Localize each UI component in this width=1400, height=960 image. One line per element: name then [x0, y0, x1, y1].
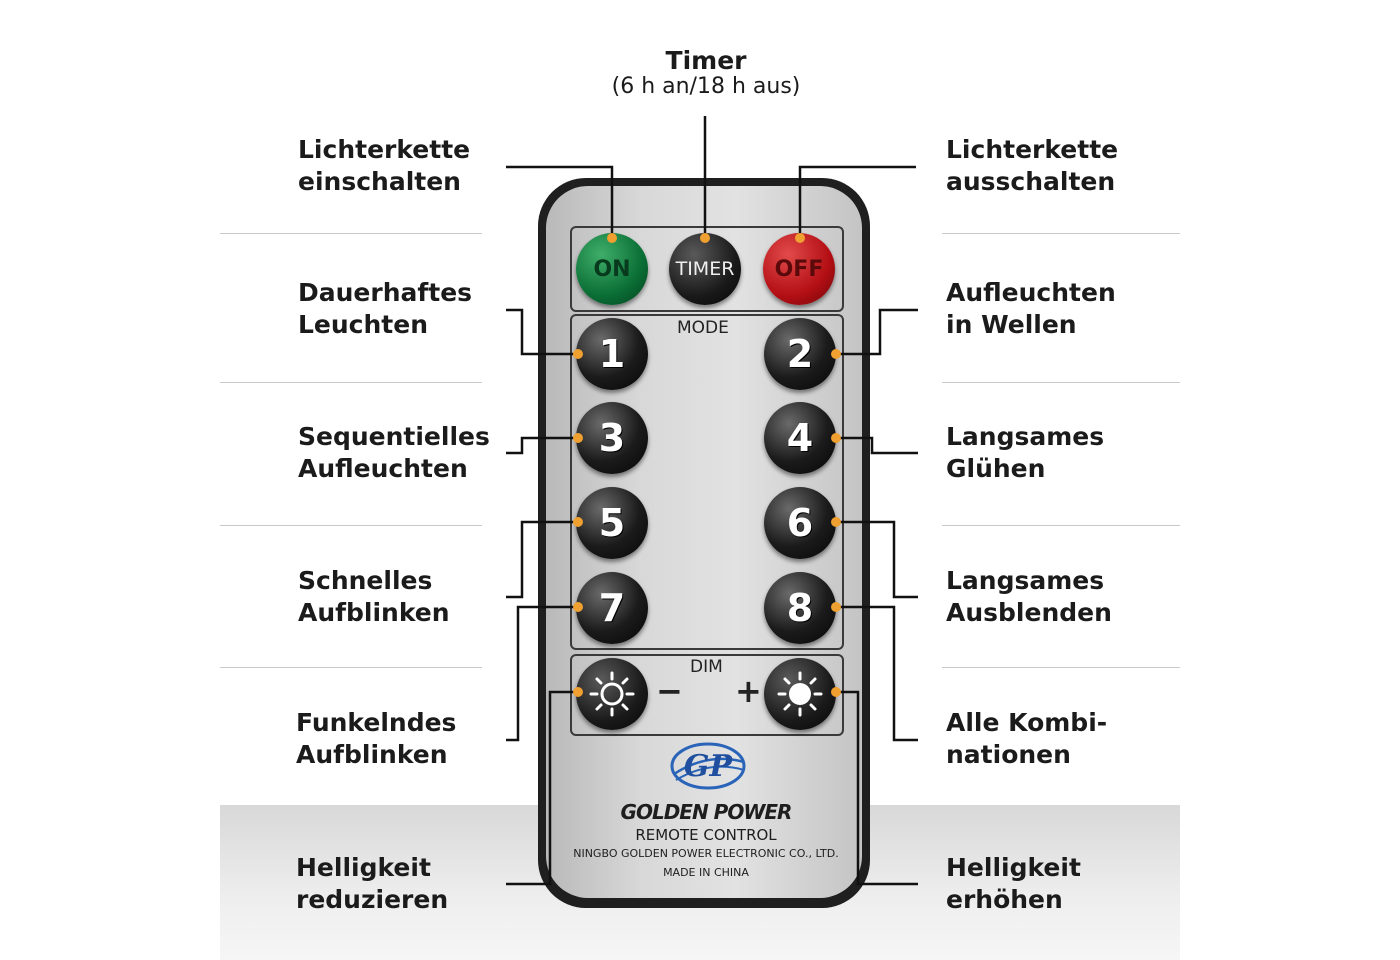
callout-dot [573, 517, 583, 527]
mode-2-button[interactable]: 2 [764, 318, 836, 390]
callout-dot [607, 233, 617, 243]
sun-outline-icon [589, 671, 635, 717]
label-mode-4: Langsames Glühen [946, 422, 1105, 483]
callout-dot [831, 517, 841, 527]
callout-dot [831, 602, 841, 612]
dim-plus-sign: + [735, 672, 762, 710]
dim-minus-sign: − [656, 672, 683, 710]
mode-5-button[interactable]: 5 [576, 487, 648, 559]
separator [220, 525, 482, 526]
mode-7-button[interactable]: 7 [576, 572, 648, 644]
label-off: Lichterkette ausschalten [946, 135, 1119, 196]
label-mode-1: Dauerhaftes Leuchten [298, 278, 473, 339]
dim-panel [570, 654, 844, 736]
callout-dot [831, 433, 841, 443]
brand-line-company: NINGBO GOLDEN POWER ELECTRONIC CO., LTD. [573, 847, 839, 860]
label-mode-8: Alle Kombi- nationen [946, 708, 1108, 769]
mode-8-button[interactable]: 8 [764, 572, 836, 644]
brand-name: GOLDEN POWER [620, 800, 793, 824]
mode-1-button[interactable]: 1 [576, 318, 648, 390]
sun-filled-icon [777, 671, 823, 717]
callout-dot [573, 602, 583, 612]
callout-dot [831, 687, 841, 697]
label-mode-6: Langsames Ausblenden [946, 566, 1112, 627]
callout-dot [831, 349, 841, 359]
callout-dot [700, 233, 710, 243]
gp-logo-text: GP [684, 749, 734, 784]
timer-button[interactable]: TIMER [669, 233, 741, 305]
dim-minus-button[interactable] [576, 658, 648, 730]
label-mode-2: Aufleuchten in Wellen [946, 278, 1116, 339]
separator [220, 382, 482, 383]
brand-line-remote-control: REMOTE CONTROL [635, 826, 777, 844]
dim-label: DIM [690, 657, 723, 677]
callout-dot [795, 233, 805, 243]
separator [220, 667, 482, 668]
label-on: Lichterkette einschalten [298, 135, 471, 196]
label-mode-7: Funkelndes Aufblinken [296, 708, 457, 769]
label-dim-plus: Helligkeit erhöhen [946, 853, 1081, 914]
mode-panel [570, 314, 844, 650]
timer-subtitle: (6 h an/18 h aus) [611, 74, 801, 99]
callout-dot [573, 349, 583, 359]
separator [942, 525, 1180, 526]
separator [942, 667, 1180, 668]
mode-3-button[interactable]: 3 [576, 402, 648, 474]
separator [942, 382, 1180, 383]
mode-4-button[interactable]: 4 [764, 402, 836, 474]
separator [942, 233, 1180, 234]
separator [220, 233, 482, 234]
callout-dot [573, 687, 583, 697]
gp-logo: GP [670, 742, 746, 790]
power-panel [570, 226, 844, 312]
dim-plus-button[interactable] [764, 658, 836, 730]
label-mode-3: Sequentielles Aufleuchten [298, 422, 490, 483]
mode-label: MODE [677, 318, 729, 338]
mode-6-button[interactable]: 6 [764, 487, 836, 559]
off-button[interactable]: OFF [763, 233, 835, 305]
label-mode-5: Schnelles Aufblinken [298, 566, 450, 627]
timer-title: Timer [665, 46, 747, 75]
callout-dot [573, 433, 583, 443]
on-button[interactable]: ON [576, 233, 648, 305]
brand-line-made-in: MADE IN CHINA [663, 866, 749, 879]
label-dim-minus: Helligkeit reduzieren [296, 853, 449, 914]
